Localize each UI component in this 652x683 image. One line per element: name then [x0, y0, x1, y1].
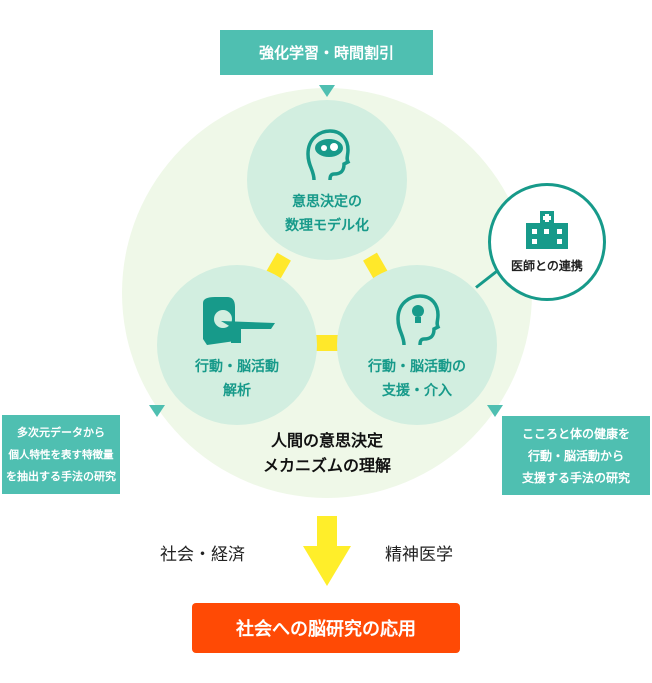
node-support-intervention: 行動・脳活動の 支援・介入: [337, 265, 497, 425]
node-label: 意思決定の: [292, 194, 362, 210]
result-box: 社会への脳研究の応用: [192, 603, 460, 653]
down-arrow-icon: [303, 516, 351, 586]
node-label: 数理モデル化: [285, 218, 369, 234]
node-label: 行動・脳活動の: [368, 359, 466, 375]
node-label: 支援・介入: [382, 383, 452, 399]
brain-lightbulb-icon: [396, 294, 441, 346]
down-triangle-icon: [149, 405, 165, 417]
hospital-icon: [526, 210, 568, 249]
left-box-line: を抽出する手法の研究: [6, 469, 116, 483]
node-behavior-analysis: 行動・脳活動 解析: [157, 265, 317, 425]
brain-gear-icon: [306, 129, 351, 181]
right-box-line: こころと体の健康を: [521, 426, 630, 441]
top-box: 強化学習・時間割引: [220, 30, 433, 75]
left-box-line: 多次元データから: [17, 425, 105, 439]
doctor-collaboration: 医師との連携: [488, 183, 606, 301]
doctor-label: 医師との連携: [511, 258, 583, 273]
mri-scanner-icon: [203, 297, 275, 345]
down-triangle-icon: [319, 85, 335, 97]
center-line: メカニズムの理解: [262, 456, 391, 475]
left-box-line: 個人特性を表す特徴量: [8, 448, 114, 461]
right-box-line: 行動・脳活動から: [527, 448, 624, 463]
node-label: 行動・脳活動: [195, 359, 279, 375]
connector: [314, 335, 338, 351]
down-triangle-icon: [487, 405, 503, 417]
node-label: 解析: [223, 383, 251, 399]
label-society-economy: 社会・経済: [160, 545, 245, 565]
node-decision-model: 意思決定の 数理モデル化: [247, 100, 407, 260]
right-box-line: 支援する手法の研究: [521, 470, 630, 485]
label-psychiatry: 精神医学: [385, 545, 453, 565]
left-box: 多次元データから 個人特性を表す特徴量 を抽出する手法の研究: [2, 415, 120, 494]
center-line: 人間の意思決定: [270, 431, 383, 450]
center-text: 人間の意思決定 メカニズムの理解: [227, 428, 427, 478]
right-box: こころと体の健康を 行動・脳活動から 支援する手法の研究: [502, 416, 650, 495]
